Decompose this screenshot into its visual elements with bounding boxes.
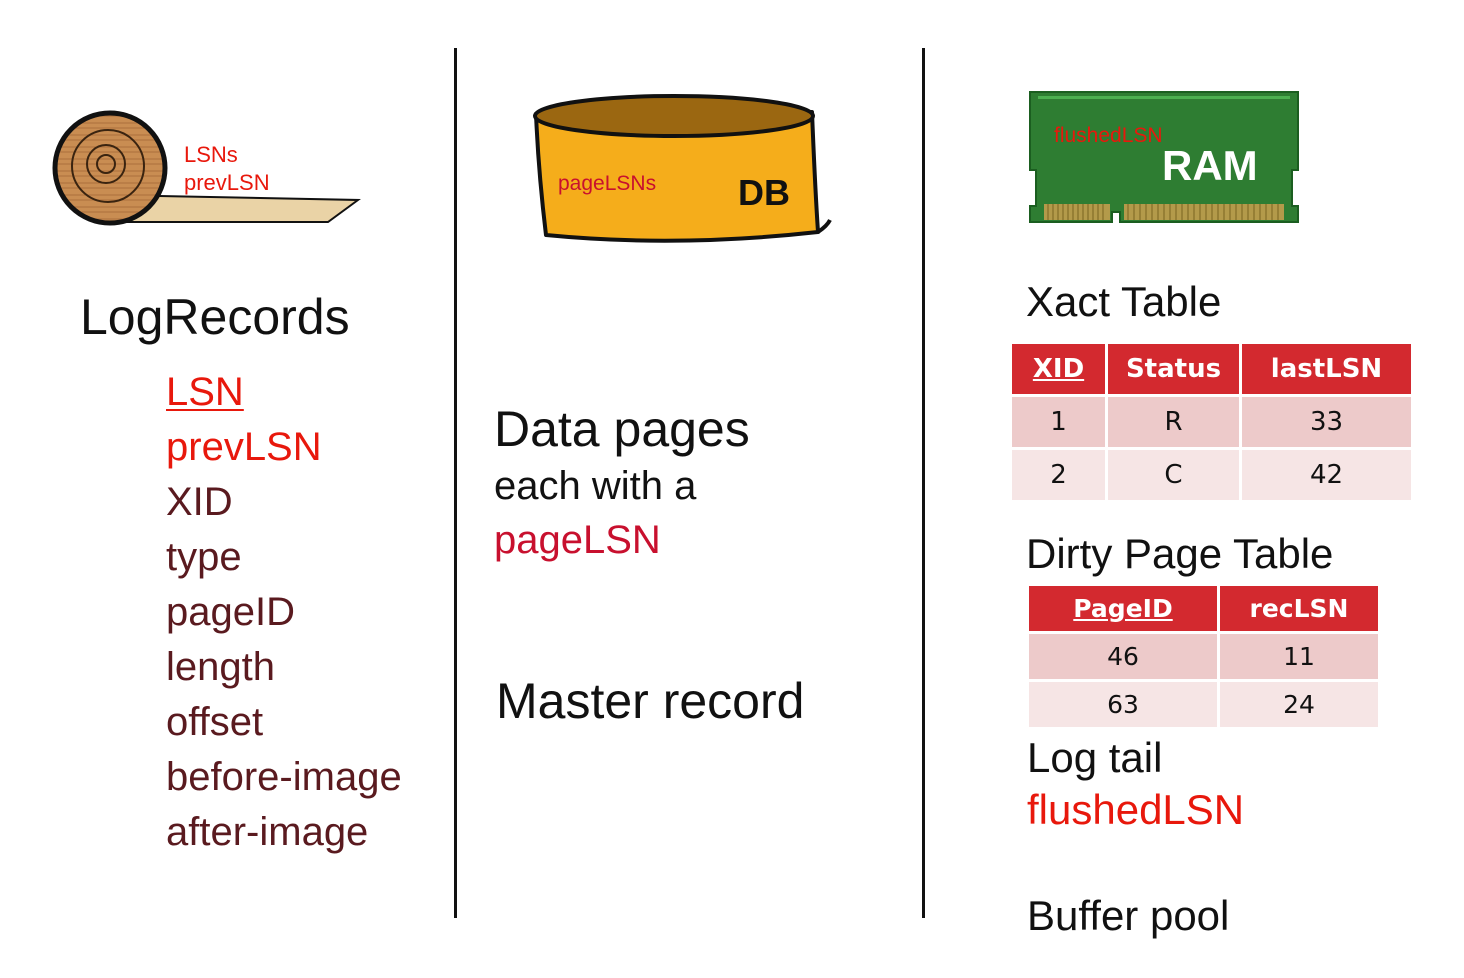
db-label-pagelsns: pageLSNs (558, 172, 657, 195)
xact-cell: 2 (1012, 450, 1105, 500)
log-tail-title: Log tail (1027, 734, 1163, 781)
column-divider-left (454, 48, 457, 918)
column-divider-right (922, 48, 925, 918)
field-prevlsn: prevLSN (166, 425, 322, 469)
db-drum-icon: pageLSNs DB (528, 92, 838, 252)
data-pages-title: Data pages (494, 401, 750, 457)
field-after-image: after-image (166, 810, 369, 854)
dpt-header-pageid: PageID (1029, 586, 1217, 631)
field-type: type (166, 535, 242, 579)
ram-label-ram: RAM (1162, 142, 1258, 189)
dirty-page-table: PageID recLSN 46 11 63 24 (1026, 583, 1381, 730)
db-label-db: DB (738, 172, 790, 213)
dpt-row: 46 11 (1029, 634, 1378, 679)
dpt-cell: 46 (1029, 634, 1217, 679)
field-length: length (166, 645, 275, 689)
log-roll-label-prevlsn: prevLSN (184, 170, 270, 195)
field-before-image: before-image (166, 755, 402, 799)
dpt-cell: 24 (1220, 682, 1378, 727)
dpt-row: 63 24 (1029, 682, 1378, 727)
field-lsn: LSN (166, 370, 244, 414)
log-record-fields: LSN prevLSN XID type pageID length offse… (166, 365, 402, 860)
log-tail-flushedlsn: flushedLSN (1027, 786, 1245, 833)
data-pages-pagelsn: pageLSN (494, 518, 661, 562)
ram-label-flushedlsn: flushedLSN (1054, 124, 1163, 147)
dpt-cell: 63 (1029, 682, 1217, 727)
dpt-header-reclsn: recLSN (1220, 586, 1378, 631)
log-roll-label-lsns: LSNs (184, 142, 238, 167)
xact-table: XID Status lastLSN 1 R 33 2 C 42 (1009, 341, 1414, 503)
xact-row: 2 C 42 (1012, 450, 1411, 500)
buffer-pool-label: Buffer pool (1027, 892, 1230, 939)
master-record-label: Master record (496, 673, 805, 729)
log-roll-icon: LSNs prevLSN (50, 108, 370, 228)
xact-cell: 33 (1242, 397, 1411, 447)
xact-cell: 42 (1242, 450, 1411, 500)
log-records-heading: LogRecords (80, 289, 350, 345)
xact-cell: 1 (1012, 397, 1105, 447)
xact-table-title: Xact Table (1026, 278, 1222, 325)
field-pageid: pageID (166, 590, 295, 634)
dpt-cell: 11 (1220, 634, 1378, 679)
ram-icon: flushedLSN RAM (1028, 88, 1300, 230)
xact-cell: C (1108, 450, 1239, 500)
dirty-page-table-title: Dirty Page Table (1026, 530, 1334, 577)
field-offset: offset (166, 700, 264, 744)
xact-header-lastlsn: lastLSN (1242, 344, 1411, 394)
xact-row: 1 R 33 (1012, 397, 1411, 447)
data-pages-subtitle: each with a (494, 464, 697, 508)
xact-header-xid: XID (1012, 344, 1105, 394)
field-xid: XID (166, 480, 233, 524)
xact-cell: R (1108, 397, 1239, 447)
xact-header-status: Status (1108, 344, 1239, 394)
